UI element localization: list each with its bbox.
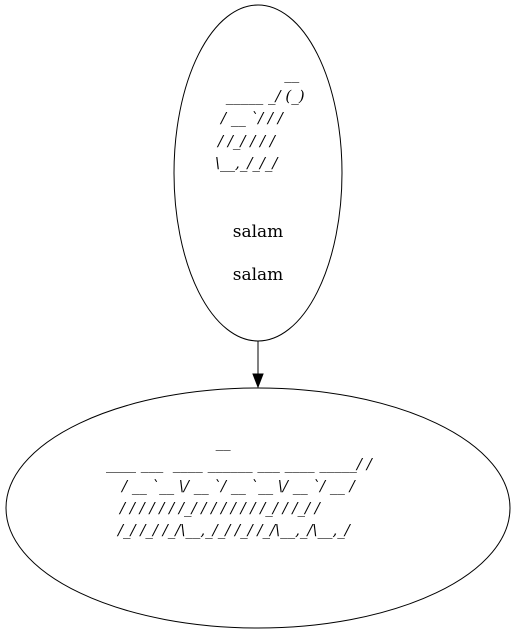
node-bottom-ellipse: [5, 387, 511, 629]
node-bottom-ascii-line-1: __: [106, 433, 231, 451]
edge-arrowhead: [252, 373, 264, 389]
node-top-ascii-line-3: / __ `/ / /: [219, 109, 285, 127]
node-top-ascii-line-4: / /_/ / / /: [216, 132, 277, 150]
edge-top-to-bottom: [252, 341, 264, 389]
node-bottom: __ ____ ___ ____ ______ ___ ____ _____/ …: [5, 387, 511, 629]
node-top-ascii-line-1: __: [270, 65, 300, 83]
node-top-ascii-line-2: _____ _/ (_): [221, 87, 305, 105]
node-top: __ _____ _/ (_) / __ `/ / / / /_/ / / / …: [173, 4, 343, 342]
node-bottom-ascii-line-2: ____ ___ ____ ______ ___ ____ _____/ /: [106, 455, 374, 473]
node-bottom-ascii-line-3: / __ `__ \/ __ `/ __ `__ \/ __ `/ __ /: [120, 477, 357, 495]
node-bottom-ascii-line-5: /_/ /_/ /_/\__,_/_/ /_/ /_/\__,_/\__,_/: [116, 521, 352, 539]
node-bottom-ascii-line-4: / / / / / / /_/ / / / / / / /_/ / /_/ /: [118, 499, 322, 517]
node-top-label-1: salam: [233, 222, 284, 242]
node-top-label-2: salam: [233, 265, 284, 285]
node-top-ascii-line-5: \__,_/_/_/: [215, 154, 279, 172]
